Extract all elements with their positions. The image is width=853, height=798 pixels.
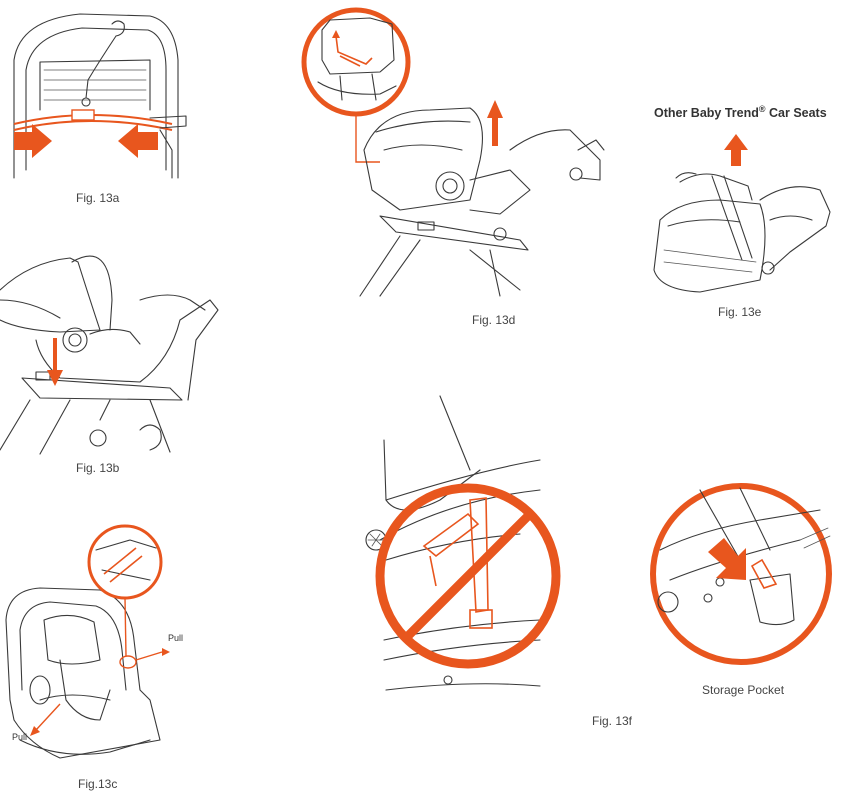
- fig-13d-drawing: [301, 7, 605, 297]
- arrow-right-icon: [14, 124, 52, 158]
- fig-13e-drawing: [653, 134, 831, 293]
- other-car-seats-title: Other Baby Trend: [654, 106, 759, 121]
- caption-fig-13d: Fig. 13d: [472, 313, 516, 327]
- storage-pocket-label: Storage Pocket: [702, 683, 785, 697]
- fig-13a-drawing: [13, 13, 187, 179]
- registered-mark: ®: [758, 104, 766, 114]
- other-car-seats-heading: Other Baby Trend® Car Seats: [654, 104, 827, 120]
- fig-13b-drawing: [0, 255, 219, 455]
- fig-13f-drawing: [365, 395, 832, 691]
- caption-fig-13f: Fig. 13f: [592, 714, 633, 728]
- pull-label-right: Pull: [168, 633, 184, 643]
- other-car-seats-suffix: Car Seats: [765, 106, 827, 121]
- arrow-up-icon: [724, 134, 748, 166]
- caption-fig-13c: Fig.13c: [78, 777, 118, 791]
- fig-13c-drawing: [5, 524, 170, 759]
- arrow-left-icon: [118, 124, 158, 158]
- caption-fig-13b: Fig. 13b: [76, 461, 120, 475]
- caption-fig-13a: Fig. 13a: [76, 191, 120, 205]
- arrow-down-icon: [47, 338, 63, 386]
- caption-fig-13e: Fig. 13e: [718, 305, 762, 319]
- pull-label-left: Pull: [12, 732, 28, 742]
- arrow-up-icon: [487, 100, 503, 146]
